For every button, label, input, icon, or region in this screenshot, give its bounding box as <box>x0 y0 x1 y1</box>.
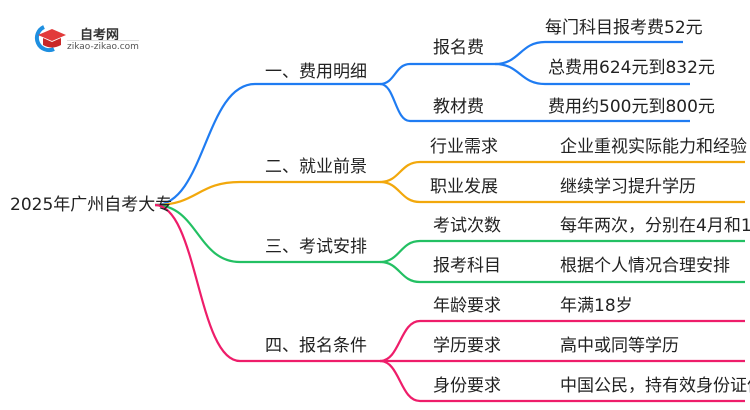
graduation-cap-icon <box>34 25 66 53</box>
connector-node <box>379 239 745 264</box>
branch-career: 二、就业前景 <box>265 157 367 177</box>
connector-branch-2 <box>154 180 380 207</box>
logo <box>30 20 140 53</box>
node-identity: 身份要求 <box>433 376 501 396</box>
leaf: 总费用624元到832元 <box>548 58 715 78</box>
node-age: 年龄要求 <box>433 296 501 316</box>
leaf: 费用约500元到800元 <box>548 97 715 117</box>
logo-title: 自考网 <box>80 28 120 43</box>
connector-node <box>379 180 745 204</box>
connector-node <box>379 359 745 403</box>
leaf: 年满18岁 <box>560 296 633 316</box>
connector-branch-1 <box>154 82 380 207</box>
connector-branch-4 <box>154 203 380 363</box>
branch-requirements: 四、报名条件 <box>265 336 367 356</box>
branch-fees: 一、费用明细 <box>265 62 367 82</box>
connector-leaf <box>494 62 690 86</box>
node-registration-fee: 报名费 <box>433 38 484 58</box>
leaf: 企业重视实际能力和经验 <box>560 137 747 157</box>
node-career-development: 职业发展 <box>430 177 498 197</box>
node-education: 学历要求 <box>433 336 501 356</box>
connector-node <box>379 160 745 184</box>
node-industry-demand: 行业需求 <box>430 137 498 157</box>
connector-node <box>379 260 745 284</box>
connector-node <box>379 82 690 123</box>
node-textbook-fee: 教材费 <box>433 97 484 117</box>
node-subjects: 报考科目 <box>433 256 501 276</box>
leaf: 继续学习提升学历 <box>560 177 696 197</box>
branch-exam: 三、考试安排 <box>265 237 367 257</box>
connector-node <box>379 62 495 86</box>
leaf: 每年两次，分别在4月和10月 <box>560 216 750 236</box>
leaf: 中国公民，持有效身份证件 <box>560 376 750 396</box>
root-node: 2025年广州自考大专 <box>10 195 173 215</box>
leaf: 每门科目报考费52元 <box>545 18 703 38</box>
leaf: 高中或同等学历 <box>560 336 679 356</box>
node-exam-times: 考试次数 <box>433 216 501 236</box>
connector-leaf <box>494 40 683 66</box>
logo-url: zikao-zikao.com <box>67 40 139 52</box>
leaf: 根据个人情况合理安排 <box>560 256 730 276</box>
connector-branch-3 <box>154 203 380 264</box>
connector-node <box>379 319 745 363</box>
